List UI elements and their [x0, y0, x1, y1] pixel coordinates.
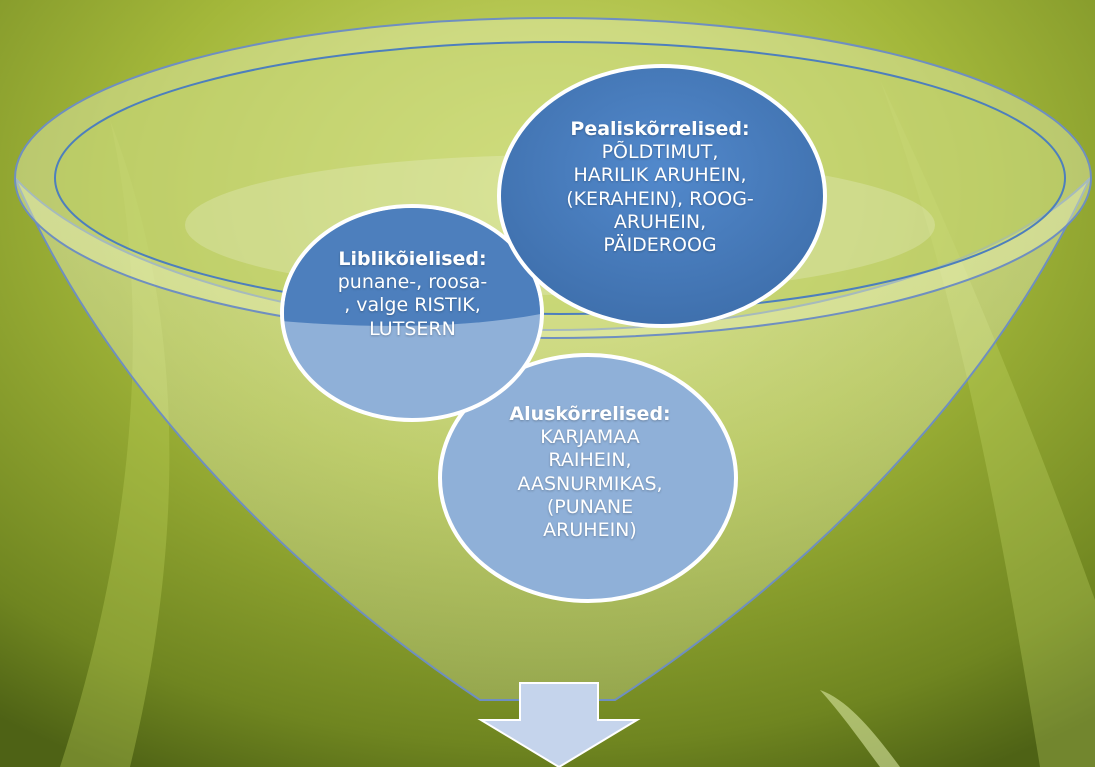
label-aluskorrelised: Aluskõrrelised: KARJAMAA RAIHEIN, AASNUR…: [470, 403, 710, 542]
line: RAIHEIN,: [548, 449, 632, 472]
down-arrow-icon: [477, 682, 641, 767]
line: AASNURMIKAS,: [517, 472, 663, 495]
line: ARUHEIN,: [613, 210, 707, 233]
label-pealiskorrelised: Pealiskõrrelised: PÕLDTIMUT, HARILIK ARU…: [525, 118, 795, 257]
line: LUTSERN: [369, 317, 456, 340]
circle-top: [497, 64, 827, 328]
grass-blade-bottom-right: [820, 690, 900, 767]
line: punane-, roosa-: [337, 271, 488, 294]
grass-blade-right: [880, 80, 1095, 767]
line: ARUHEIN): [543, 518, 637, 541]
heading-aluskorrelised: Aluskõrrelised:: [509, 403, 671, 425]
circle-bottom: [438, 353, 738, 603]
line: (KERAHEIN), ROOG-: [566, 187, 754, 210]
heading-liblikoielised: Liblikõielised:: [338, 248, 487, 270]
line: KARJAMAA: [540, 426, 640, 449]
line: (PUNANE: [546, 495, 634, 518]
line: , valge RISTIK,: [344, 294, 481, 317]
line: HARILIK ARUHEIN,: [573, 164, 747, 187]
label-liblikoielised: Liblikõielised: punane-, roosa- , valge …: [300, 248, 525, 341]
line: PÄIDEROOG: [603, 233, 717, 256]
line: PÕLDTIMUT,: [601, 141, 719, 164]
heading-pealiskorrelised: Pealiskõrrelised:: [570, 118, 750, 140]
